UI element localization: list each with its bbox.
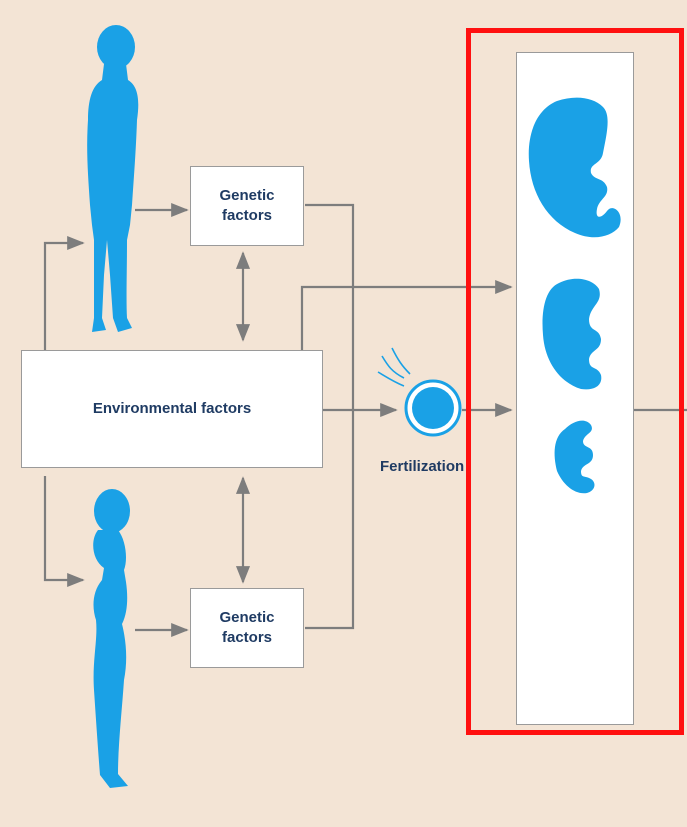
arrow-env-to-female xyxy=(45,476,83,580)
sperm-icon xyxy=(378,348,410,386)
male-silhouette-icon xyxy=(87,25,138,332)
fertilization-label: Fertilization xyxy=(380,458,464,475)
arrow-env-to-male xyxy=(45,243,83,350)
genetic-factors-bottom-label: Genetic factors xyxy=(219,608,274,648)
environmental-factors-box: Environmental factors xyxy=(21,350,323,468)
genetic-factors-top-box: Genetic factors xyxy=(190,166,304,246)
fertilized-egg-icon xyxy=(406,381,460,435)
genetic-factors-top-label: Genetic factors xyxy=(219,186,274,226)
female-silhouette-icon xyxy=(93,489,130,788)
highlight-frame xyxy=(466,28,684,735)
genetic-factors-bottom-box: Genetic factors xyxy=(190,588,304,668)
environmental-factors-label: Environmental factors xyxy=(93,399,251,419)
